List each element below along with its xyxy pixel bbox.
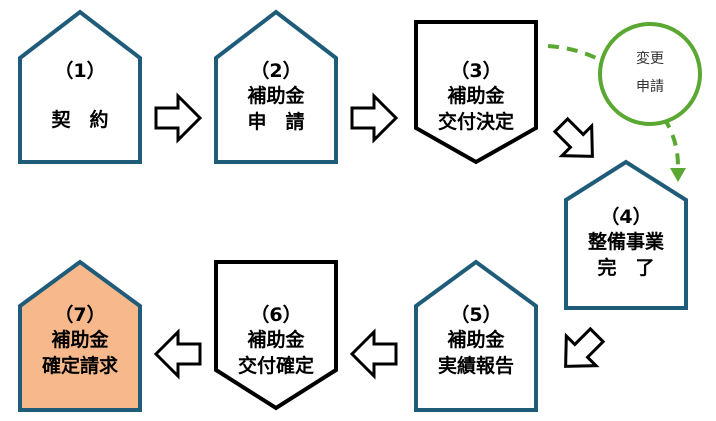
- arrow-down-right: [552, 116, 594, 158]
- step-6-label-line1: 補助金: [247, 329, 305, 351]
- change-request-dashed-line: [547, 44, 597, 60]
- arrow-right-2: [350, 92, 399, 144]
- step-7-label-line1: 補助金: [51, 329, 109, 351]
- change-request-dashed-arrow: [662, 116, 680, 167]
- step-4-shape: [564, 159, 688, 310]
- step-5-label-line2: 実績報告: [437, 355, 514, 377]
- step-3-label-line2: 交付決定: [437, 111, 514, 133]
- step-1-number: （1）: [54, 60, 106, 82]
- step-4-label-line2: 完 了: [597, 257, 655, 279]
- change-request-circle: [598, 22, 702, 126]
- step-1-shape: [18, 9, 142, 164]
- step-7-shape: [18, 259, 142, 412]
- step-2-label-line1: 補助金: [247, 85, 305, 107]
- step-3-number: （3）: [450, 60, 502, 82]
- step-6-number: （6）: [250, 304, 302, 326]
- step-2-shape: [214, 9, 338, 164]
- step-5-label-line1: 補助金: [447, 329, 505, 351]
- arrow-right-1: [154, 92, 203, 144]
- step-6-shape: [214, 260, 338, 411]
- change-request-line1: 変更: [636, 51, 664, 67]
- step-4-label-line1: 整備事業: [587, 231, 664, 253]
- arrow-left-1: [349, 328, 398, 380]
- step-2-number: （2）: [250, 60, 302, 82]
- step-7-label-line2: 確定請求: [41, 355, 118, 377]
- step-5-shape: [414, 259, 538, 412]
- step-4-number: （4）: [600, 206, 652, 228]
- change-request-line2: 申請: [636, 79, 664, 95]
- step-1-label: 契 約: [51, 109, 109, 131]
- arrow-left-2: [153, 328, 202, 380]
- step-5-number: （5）: [450, 304, 502, 326]
- step-6-label-line2: 交付確定: [237, 355, 314, 377]
- step-3-label-line1: 補助金: [447, 85, 505, 107]
- change-request-arrowhead: [670, 168, 686, 182]
- step-7-number: （7）: [54, 304, 106, 326]
- step-3-shape: [414, 20, 538, 165]
- step-2-label-line2: 申 請: [247, 111, 305, 133]
- arrow-down-left: [564, 326, 606, 368]
